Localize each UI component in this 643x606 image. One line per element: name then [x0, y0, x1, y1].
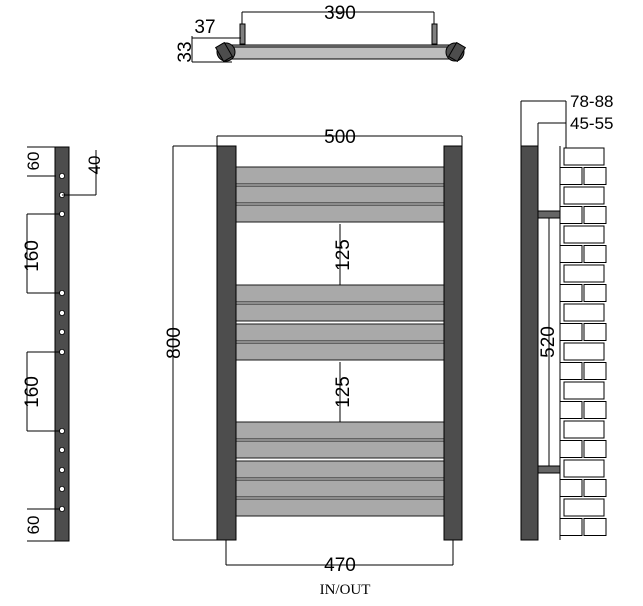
top-view-right-bracket	[431, 23, 438, 45]
top-view-offset-label: 37	[194, 17, 215, 38]
front-view-bars	[235, 166, 445, 517]
front-height-label: 800	[164, 327, 185, 359]
mounting-hole	[59, 309, 66, 316]
brick	[583, 323, 607, 341]
brick	[563, 147, 605, 166]
mounting-hole	[59, 210, 66, 217]
radiator-bar	[235, 440, 445, 459]
top-view-left-cap	[214, 41, 236, 63]
brick	[563, 459, 605, 478]
wall-view: 78-88 45-55 520	[520, 92, 613, 541]
brick	[559, 362, 583, 380]
brick	[563, 264, 605, 283]
front-right-post	[443, 145, 463, 541]
mounting-hole	[59, 466, 66, 473]
bracket-spacing-label: 520	[538, 326, 559, 358]
side-upper-spacing-label: 160	[22, 240, 43, 272]
side-view-holes	[59, 172, 66, 512]
mounting-hole	[59, 485, 66, 492]
brick	[559, 206, 583, 224]
front-view: 500 800 125 125 470 IN/OUT	[164, 127, 463, 598]
radiator-bar	[235, 498, 445, 517]
brick	[559, 401, 583, 419]
radiator-bar	[235, 323, 445, 342]
top-view-depth-label: 33	[175, 41, 196, 62]
front-overall-width-label: 500	[324, 127, 356, 148]
brick	[563, 381, 605, 400]
brick	[583, 206, 607, 224]
mounting-hole	[59, 427, 66, 434]
brick	[563, 420, 605, 439]
mounting-hole	[59, 172, 66, 179]
radiator-bar	[235, 303, 445, 322]
side-top-spacing-label: 60	[24, 152, 43, 171]
brick	[563, 303, 605, 322]
projection-outer-label: 78-88	[570, 92, 613, 111]
front-lower-gap-label: 125	[333, 376, 354, 408]
brick	[559, 245, 583, 263]
radiator-bar	[235, 284, 445, 303]
wall-bricks	[559, 147, 607, 536]
projection-inner-label: 45-55	[570, 114, 613, 133]
top-view-right-cap	[445, 41, 467, 63]
radiator-bar	[235, 204, 445, 223]
mounting-hole	[59, 348, 66, 355]
top-view-left-bracket	[239, 23, 246, 45]
side-lower-spacing-label: 160	[22, 376, 43, 408]
brick	[583, 167, 607, 185]
top-view: 390 37 33	[175, 3, 467, 63]
side-bottom-spacing-label: 60	[24, 516, 43, 535]
mounting-hole	[59, 289, 66, 296]
brick	[583, 245, 607, 263]
radiator-bar	[235, 185, 445, 204]
brick	[583, 362, 607, 380]
radiator-bar	[235, 421, 445, 440]
brick	[559, 518, 583, 536]
brick	[563, 498, 605, 517]
radiator-bar	[235, 166, 445, 185]
brick	[583, 401, 607, 419]
side-view-post	[54, 146, 70, 542]
radiator-bar	[235, 342, 445, 361]
brick	[559, 284, 583, 302]
brick	[563, 186, 605, 205]
lower-wall-bracket	[537, 465, 561, 474]
brick	[563, 225, 605, 244]
radiator-bar	[235, 479, 445, 498]
brick	[559, 479, 583, 497]
side-hole-offset-label: 40	[85, 156, 104, 175]
brick	[583, 518, 607, 536]
brick	[559, 323, 583, 341]
upper-wall-bracket	[537, 210, 561, 219]
wall-view-post	[520, 145, 539, 541]
brick	[559, 167, 583, 185]
brick	[559, 440, 583, 458]
mounting-hole	[59, 328, 66, 335]
side-view: 60 40 160 160 60	[22, 146, 104, 542]
top-view-width-label: 390	[324, 3, 356, 24]
front-upper-gap-label: 125	[333, 239, 354, 271]
front-left-post	[216, 145, 237, 541]
brick	[583, 284, 607, 302]
mounting-hole	[59, 446, 66, 453]
front-centers-label: 470	[324, 555, 356, 576]
brick	[583, 479, 607, 497]
radiator-bar	[235, 460, 445, 479]
mounting-hole	[59, 505, 66, 512]
brick	[563, 342, 605, 361]
in-out-label: IN/OUT	[320, 582, 371, 598]
brick	[583, 440, 607, 458]
